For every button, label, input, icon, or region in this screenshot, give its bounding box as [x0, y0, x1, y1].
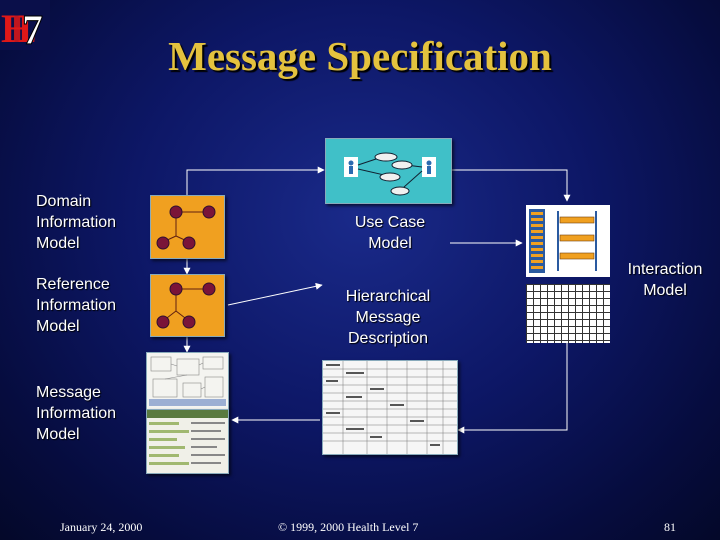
footer-date: January 24, 2000 [60, 520, 142, 535]
interaction-diagram-icon [526, 205, 610, 277]
class-diagram-icon [151, 275, 224, 336]
interaction-model-grid [526, 284, 610, 343]
spreadsheet-thumbnail-icon [323, 361, 457, 454]
use-case-model-label: Use Case Model [330, 212, 450, 254]
reference-information-model-label: Reference Information Model [36, 274, 116, 337]
footer-copyright: © 1999, 2000 Health Level 7 [278, 520, 418, 535]
message-information-model-label: Message Information Model [36, 382, 116, 445]
domain-information-model-box [150, 195, 225, 259]
hierarchical-message-description-label: Hierarchical Message Description [318, 286, 458, 349]
document-thumbnail-icon [147, 353, 228, 409]
use-case-model-panel [325, 138, 452, 204]
grid-to-hmd-arrow [458, 342, 567, 430]
rim-to-hmd-arrow [228, 285, 322, 305]
message-information-model-thumbnail-top [146, 352, 229, 410]
dim-to-usecase-arrow [187, 170, 324, 195]
use-case-diagram-icon [326, 139, 451, 203]
footer-page-number: 81 [664, 520, 676, 535]
interaction-model-label: Interaction Model [612, 259, 718, 301]
usecase-to-interaction-arrow [452, 170, 567, 201]
interaction-model-diagram [526, 205, 610, 277]
domain-information-model-label: Domain Information Model [36, 191, 116, 254]
message-information-model-thumbnail-bottom [146, 409, 229, 474]
table-thumbnail-icon [147, 410, 228, 473]
hierarchical-message-description-table [322, 360, 458, 455]
class-diagram-icon [151, 196, 224, 258]
reference-information-model-box [150, 274, 225, 337]
